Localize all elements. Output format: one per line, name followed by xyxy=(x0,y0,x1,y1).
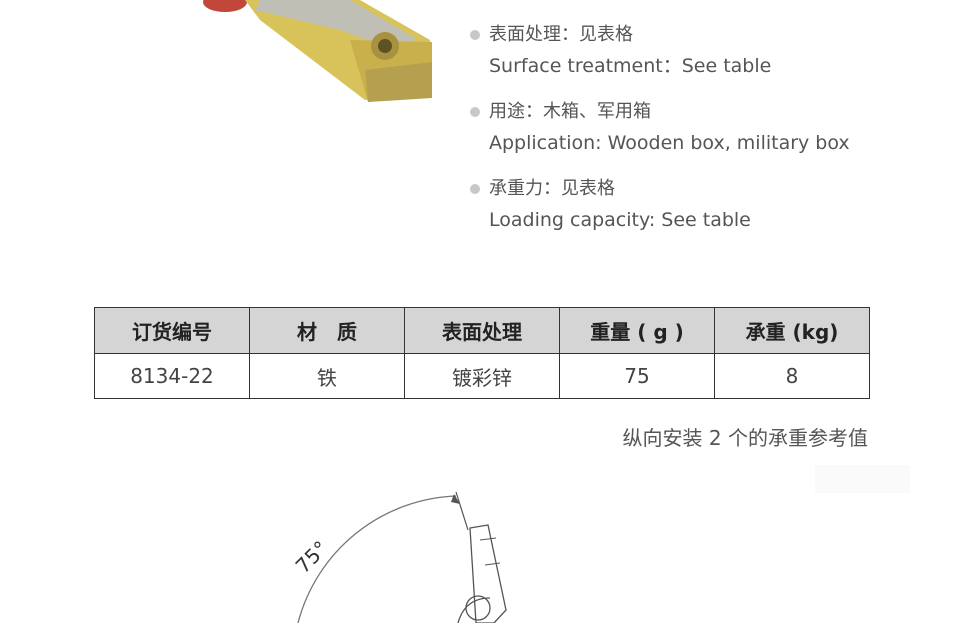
cut-off-text: , , xyxy=(489,0,507,2)
header-load: 承重 (kg) xyxy=(714,307,870,354)
watermark xyxy=(815,465,910,493)
header-weight: 重量 ( g ) xyxy=(559,307,715,354)
bullet-icon xyxy=(470,184,480,194)
spec-surface-cn: 表面处理：见表格 xyxy=(489,24,633,45)
bullet-icon xyxy=(470,107,480,117)
spec-loading-cn: 承重力：见表格 xyxy=(489,178,615,199)
spec-loading-en: Loading capacity: See table xyxy=(489,209,751,231)
spec-surface: 表面处理：见表格 Surface treatment：See table xyxy=(470,20,940,83)
cell-surface: 镀彩锌 xyxy=(404,353,560,399)
product-photo xyxy=(200,0,450,110)
spec-table: 订货编号 材 质 表面处理 重量 ( g ) 承重 (kg) 8134-22 铁… xyxy=(94,307,870,399)
table-row: 8134-22 铁 镀彩锌 75 8 xyxy=(94,353,870,399)
header-order-no: 订货编号 xyxy=(94,307,250,354)
table-header-row: 订货编号 材 质 表面处理 重量 ( g ) 承重 (kg) xyxy=(94,307,870,354)
cell-load: 8 xyxy=(714,353,870,399)
bullet-icon xyxy=(470,30,480,40)
cell-weight: 75 xyxy=(559,353,715,399)
table-note: 纵向安装 2 个的承重参考值 xyxy=(622,426,868,450)
cell-material: 铁 xyxy=(249,353,405,399)
cell-order-no: 8134-22 xyxy=(94,353,250,399)
spec-application-en: Application: Wooden box, military box xyxy=(489,132,850,154)
spec-list: 表面处理：见表格 Surface treatment：See table 用途：… xyxy=(470,20,940,251)
spec-surface-en: Surface treatment：See table xyxy=(489,55,772,77)
spec-application: 用途：木箱、军用箱 Application: Wooden box, milit… xyxy=(470,97,940,160)
spec-loading: 承重力：见表格 Loading capacity: See table xyxy=(470,174,940,237)
angle-diagram xyxy=(280,480,540,624)
header-material: 材 质 xyxy=(249,307,405,354)
spec-application-cn: 用途：木箱、军用箱 xyxy=(489,101,651,122)
header-surface: 表面处理 xyxy=(404,307,560,354)
